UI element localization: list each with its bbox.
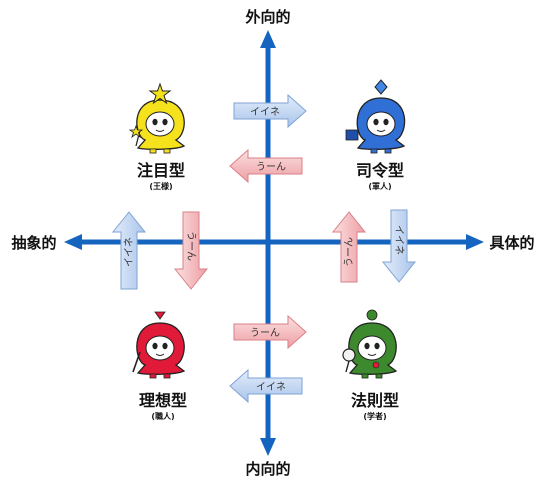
type-sub-top-left: (王様) bbox=[149, 181, 172, 191]
type-name-bottom-left: 理想型 bbox=[139, 391, 187, 410]
ball-hat-icon bbox=[366, 309, 378, 321]
arrow-top-right-label: イイネ bbox=[250, 106, 280, 118]
arrow-right-up-label: うーん bbox=[343, 237, 355, 267]
arrow-bottom-right: うーん bbox=[233, 314, 307, 350]
axis-label-top: 外向的 bbox=[244, 8, 290, 26]
arrow-right-down: イイネ bbox=[381, 209, 417, 283]
axis-label-right: 具体的 bbox=[489, 234, 534, 252]
arrow-left-down-label: うーん bbox=[185, 231, 197, 261]
arrow-left-up: イイネ bbox=[111, 211, 147, 290]
type-sub-bottom-left: (職人) bbox=[151, 411, 174, 421]
type-name-top-right: 司令型 bbox=[356, 161, 404, 180]
book-icon bbox=[345, 129, 359, 141]
character-blue-soldier bbox=[345, 79, 406, 154]
type-name-bottom-right: 法則型 bbox=[351, 391, 399, 410]
arrow-bottom-right-label: うーん bbox=[250, 327, 280, 339]
axis-arrowhead-up bbox=[260, 30, 276, 48]
arrow-left-down: うーん bbox=[173, 211, 209, 290]
type-sub-bottom-right: (学者) bbox=[363, 411, 386, 421]
arrow-bottom-left-label: イイネ bbox=[256, 381, 286, 393]
type-name-top-left: 注目型 bbox=[137, 161, 185, 180]
type-sub-top-right: (軍人) bbox=[368, 181, 391, 191]
axis-label-bottom: 内向的 bbox=[245, 460, 290, 478]
axis-arrowhead-down bbox=[260, 438, 276, 456]
axis-label-left: 抽象的 bbox=[11, 234, 56, 252]
arrow-left-up-label: イイネ bbox=[123, 237, 135, 267]
axis-arrowhead-left bbox=[64, 234, 82, 250]
character-green-scholar bbox=[342, 309, 398, 379]
arrow-right-up: うーん bbox=[331, 211, 367, 283]
star-hat-icon bbox=[148, 82, 172, 105]
triangle-hat-icon bbox=[154, 311, 166, 320]
diamond-hat-icon bbox=[374, 79, 388, 95]
pencil-icon bbox=[132, 351, 141, 373]
character-red-craftsman bbox=[132, 311, 186, 379]
arrow-top-left: うーん bbox=[229, 148, 303, 184]
arrow-top-right: イイネ bbox=[233, 93, 307, 129]
arrow-bottom-left: イイネ bbox=[229, 368, 303, 404]
axis-arrowhead-right bbox=[466, 234, 484, 250]
arrow-top-left-label: うーん bbox=[256, 161, 286, 173]
magnifier-icon bbox=[342, 348, 356, 362]
arrow-right-down-label: イイネ bbox=[393, 225, 405, 255]
character-yellow-king bbox=[128, 82, 186, 154]
wand-star-icon bbox=[128, 124, 144, 139]
